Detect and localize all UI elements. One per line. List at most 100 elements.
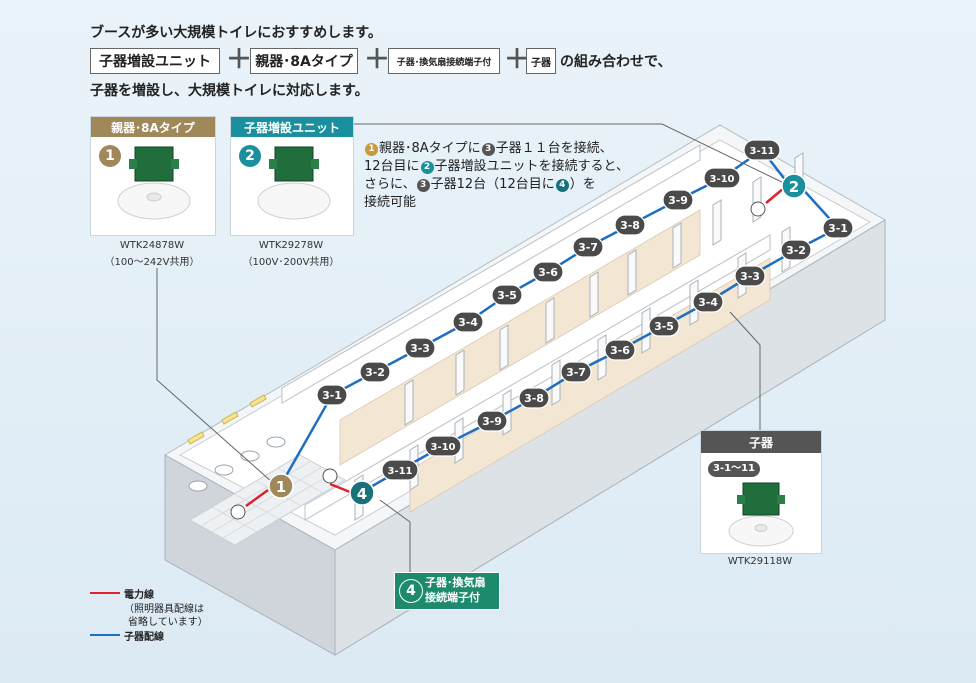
bottom-row-child-label-9: 3-2 (786, 244, 806, 257)
bottom-row-child-badge-0 (381, 459, 419, 481)
headline-line1: ブースが多い大規模トイレにおすすめします。 (90, 25, 382, 41)
bottom-row-child-badge-3 (518, 387, 550, 409)
headline-box-parent: 親器･8Aタイプ (250, 48, 358, 74)
diagram-marker-1-label: 1 (276, 478, 286, 496)
parent-sensor-image (117, 146, 191, 220)
note-line4: 接続可能 (364, 195, 417, 210)
bottom-row-child-label-1: 3-10 (430, 442, 455, 453)
note-line2-a: 12台目に (364, 159, 420, 174)
top-row-child-badge-9 (703, 167, 741, 189)
callout-fan-terminal: 4 子器･換気扇 接続端子付 (394, 572, 500, 610)
note-line1-a: 親器･8Aタイプに (379, 141, 481, 156)
parent-model: WTK24878W (119, 240, 185, 251)
top-row-child-label-9: 3-10 (709, 174, 734, 185)
diagram-marker-4 (349, 480, 375, 506)
headline-box-child-fan: 子器･換気扇接続端子付 (388, 48, 500, 74)
note-line1-b: 子器１１台を接続、 (495, 141, 613, 156)
child-model: WTK29118W (727, 556, 793, 567)
unit-card-number: 2 (239, 145, 261, 167)
callout-line2: 接続端子付 (425, 591, 480, 604)
child-card-header: 子器 (701, 431, 821, 453)
bottom-row-child-badge-7 (692, 291, 724, 313)
parent-card-header: 親器･8Aタイプ (91, 117, 215, 137)
parent-product-card: 親器･8Aタイプ 1 (90, 116, 216, 236)
headline-box-unit: 子器増設ユニット (90, 48, 220, 74)
child-sensor-image (728, 482, 794, 547)
top-row-child-label-3: 3-4 (458, 316, 478, 329)
top-row-child-badge-3 (452, 311, 484, 333)
bottom-row-child-label-2: 3-9 (482, 415, 502, 428)
bottom-row-child-label-4: 3-7 (566, 366, 586, 379)
unit-voltage: （100V･200V共用） (242, 257, 340, 268)
headline-box-child: 子器 (526, 48, 556, 74)
diagram-marker-2 (781, 173, 807, 199)
callout-number: 4 (399, 579, 423, 603)
note-line2-b: 子器増設ユニットを接続すると、 (434, 159, 630, 174)
legend-power-note1: （照明器具配線は (124, 604, 204, 615)
parent-voltage: （100～242V共用） (104, 257, 200, 268)
callout-text: 子器･換気扇 接続端子付 (425, 575, 486, 605)
plus-sign-2: ＋ (364, 45, 391, 75)
top-row-child-label-4: 3-5 (497, 289, 517, 302)
top-row-child-label-2: 3-3 (410, 342, 430, 355)
plus-sign-3: ＋ (504, 45, 531, 75)
top-row-child-label-1: 3-2 (365, 366, 385, 379)
top-row-child-label-6: 3-7 (578, 241, 598, 254)
headline-line2-tail: の組み合わせで、 (560, 54, 672, 70)
note-mini-3b: 3 (416, 178, 430, 192)
top-row-child-badge-0 (316, 384, 348, 406)
bottom-row-child-badge-8 (734, 265, 766, 287)
child-card-range: 3-1～11 (708, 461, 760, 477)
bottom-row-child-label-6: 3-5 (654, 320, 674, 333)
note-line3-b: 子器12台（12台目に (430, 177, 555, 192)
diagram-marker-1 (268, 473, 294, 499)
note-line3-c: ）を (569, 177, 596, 192)
top-row-child-label-10: 3-11 (749, 146, 774, 157)
bottom-row-child-label-3: 3-8 (524, 392, 544, 405)
legend-child-label: 子器配線 (124, 632, 164, 643)
unit-device-image (257, 146, 331, 220)
legend-child-line-swatch (90, 634, 120, 636)
bottom-row-child-label-7: 3-4 (698, 296, 718, 309)
legend-power-note2: 省略しています） (128, 617, 208, 628)
headline-line3: 子器を増設し、大規模トイレに対応します。 (90, 83, 369, 99)
unit-model: WTK29278W (258, 240, 324, 251)
unit-product-card: 子器増設ユニット 2 (230, 116, 354, 236)
top-row-child-badge-1 (359, 361, 391, 383)
bottom-row-child-badge-2 (476, 410, 508, 432)
child-product-card: 子器 3-1～11 (700, 430, 822, 554)
plus-sign-1: ＋ (226, 45, 253, 75)
note-mini-3: 3 (481, 142, 495, 156)
top-row-child-label-7: 3-8 (620, 219, 640, 232)
top-row-child-label-0: 3-1 (322, 389, 342, 402)
bottom-row-child-badge-1 (424, 435, 462, 457)
note-line3-a: さらに、 (364, 177, 416, 192)
bottom-row-child-badge-10 (822, 217, 854, 239)
top-row-child-badge-8 (662, 189, 694, 211)
bottom-row-child-label-0: 3-11 (387, 466, 412, 477)
callout-line1: 子器･換気扇 (425, 576, 486, 589)
bottom-row-child-label-10: 3-1 (828, 222, 848, 235)
parent-card-number: 1 (99, 145, 121, 167)
top-row-child-badge-5 (532, 261, 564, 283)
top-row-child-badge-2 (404, 337, 436, 359)
bottom-row-child-badge-6 (648, 315, 680, 337)
diagram-marker-2-label: 2 (789, 178, 799, 196)
top-row-child-badge-10 (743, 139, 781, 161)
note-mini-4: 4 (555, 178, 569, 192)
note-mini-1: 1 (365, 142, 378, 156)
top-row-child-badge-4 (491, 284, 523, 306)
diagram-marker-4-label: 4 (357, 485, 367, 503)
top-row-child-badge-6 (572, 236, 604, 258)
bottom-row-child-label-8: 3-3 (740, 270, 760, 283)
top-row-child-label-5: 3-6 (538, 266, 558, 279)
bottom-row-child-label-5: 3-6 (610, 344, 630, 357)
legend-power-line-swatch (90, 592, 120, 594)
bottom-row-child-badge-9 (780, 239, 812, 261)
top-row-child-badge-7 (614, 214, 646, 236)
bottom-row-child-badge-5 (604, 339, 636, 361)
